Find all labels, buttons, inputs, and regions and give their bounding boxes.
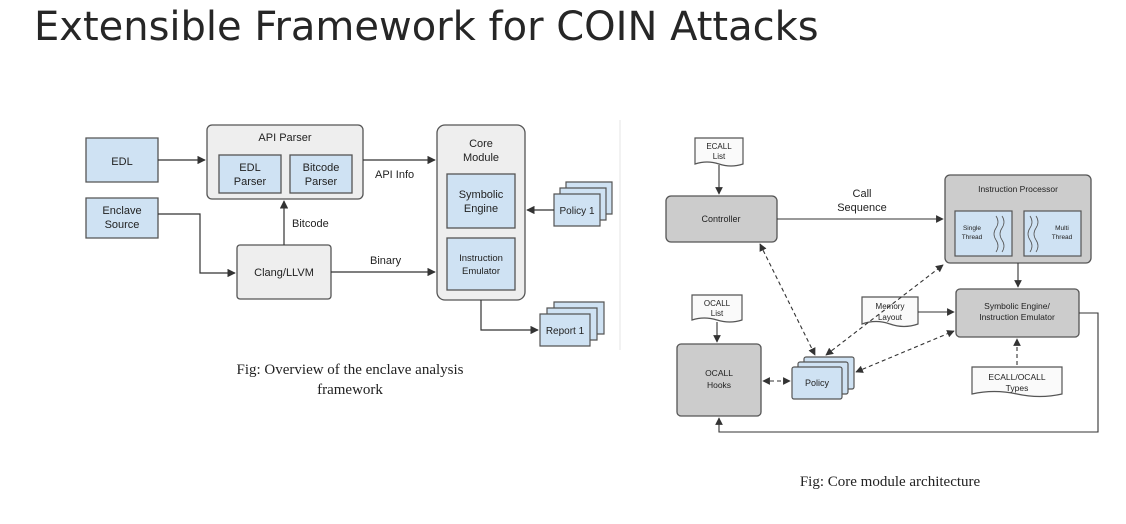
- policy-label: Policy 1: [559, 206, 594, 217]
- multi-thread-label-1: Multi: [1055, 225, 1069, 232]
- ocall-hooks-label-2: Hooks: [707, 380, 731, 390]
- enclave-source-label-2: Source: [105, 219, 140, 231]
- edge-policy-processor-dashed: [825, 264, 944, 356]
- core-module-diagram: ECALL List Controller Instruction Proces…: [665, 137, 1099, 490]
- edge-source-to-clang: [158, 213, 236, 278]
- symbolic-engine-box: [446, 173, 516, 229]
- ecall-ocall-types-label-1: ECALL/OCALL: [988, 372, 1045, 382]
- clang-llvm-label: Clang/LLVM: [254, 267, 314, 279]
- multi-thread-box: [1023, 210, 1082, 257]
- report-stack: [539, 301, 605, 347]
- api-parser-label: API Parser: [258, 132, 312, 144]
- edge-label-binary: Binary: [370, 255, 402, 267]
- symbolic-engine-label-2: Engine: [464, 203, 498, 215]
- single-thread-label-2: Thread: [962, 234, 983, 241]
- multi-thread-label-2: Thread: [1052, 234, 1073, 241]
- edl-parser-box: [218, 154, 282, 194]
- core-module-label-2: Module: [463, 152, 499, 164]
- enclave-source-label-1: Enclave: [102, 205, 141, 217]
- controller-label: Controller: [701, 214, 740, 224]
- instruction-processor-label: Instruction Processor: [978, 184, 1058, 194]
- ecall-list-label-2: List: [713, 152, 726, 161]
- single-thread-label-1: Single: [963, 225, 981, 232]
- edge-label-bitcode: Bitcode: [292, 218, 329, 230]
- edge-core-to-report: [480, 300, 539, 335]
- bitcode-parser-label-2: Parser: [305, 176, 338, 188]
- instruction-emulator-box: [446, 237, 516, 291]
- edge-controller-policy-dashed: [759, 243, 816, 356]
- edl-label: EDL: [111, 156, 132, 168]
- symbolic-engine-emulator-label-2: Instruction Emulator: [979, 312, 1055, 322]
- ecall-ocall-types-label-2: Types: [1006, 383, 1029, 393]
- report-label: Report 1: [546, 326, 585, 337]
- ocall-list-shape: [691, 294, 743, 323]
- edl-parser-label-2: Parser: [234, 176, 267, 188]
- slide-title: Extensible Framework for COIN Attacks: [34, 4, 819, 50]
- ocall-hooks-box: [676, 343, 762, 417]
- instruction-emulator-label-1: Instruction: [459, 253, 503, 264]
- policy-stack: [553, 181, 613, 227]
- multi-thread-wave-icon: [1027, 215, 1039, 253]
- ecall-ocall-types-shape: [971, 366, 1063, 398]
- symbolic-engine-label-1: Symbolic: [459, 189, 504, 201]
- bitcode-parser-box: [289, 154, 353, 194]
- overview-caption-line-2: framework: [317, 382, 383, 398]
- single-thread-box: [954, 210, 1013, 257]
- overview-caption-line-1: Fig: Overview of the enclave analysis: [236, 362, 463, 378]
- edge-label-sequence: Sequence: [837, 202, 887, 214]
- edge-label-call: Call: [853, 188, 872, 200]
- core-caption: Fig: Core module architecture: [800, 474, 981, 490]
- edge-label-api-info: API Info: [375, 169, 414, 181]
- bitcode-parser-label-1: Bitcode: [303, 162, 340, 174]
- single-thread-wave-icon: [993, 215, 1005, 253]
- ecall-list-label-1: ECALL: [706, 142, 732, 151]
- edl-document-shape: [85, 137, 159, 183]
- overview-diagram: EDL Enclave Source API Parser EDL Parser…: [85, 124, 613, 398]
- symbolic-engine-emulator-label-1: Symbolic Engine/: [984, 301, 1050, 311]
- core-module-label-1: Core: [469, 138, 493, 150]
- ecall-list-shape: [694, 137, 744, 167]
- policy-right-label: Policy: [805, 378, 830, 388]
- ocall-list-label-1: OCALL: [704, 299, 731, 308]
- ocall-list-label-2: List: [711, 309, 724, 318]
- enclave-source-shape: [85, 197, 159, 239]
- instruction-emulator-label-2: Emulator: [462, 266, 500, 277]
- memory-layout-label-2: Layout: [878, 313, 903, 322]
- edge-symbolic-feedback-loop: [715, 312, 1099, 433]
- edl-parser-label-1: EDL: [239, 162, 260, 174]
- memory-layout-label-1: Memory: [876, 302, 905, 311]
- ocall-hooks-label-1: OCALL: [705, 368, 733, 378]
- edge-policy-symbolic-dashed: [855, 330, 955, 373]
- policy-stack-right: [791, 356, 855, 400]
